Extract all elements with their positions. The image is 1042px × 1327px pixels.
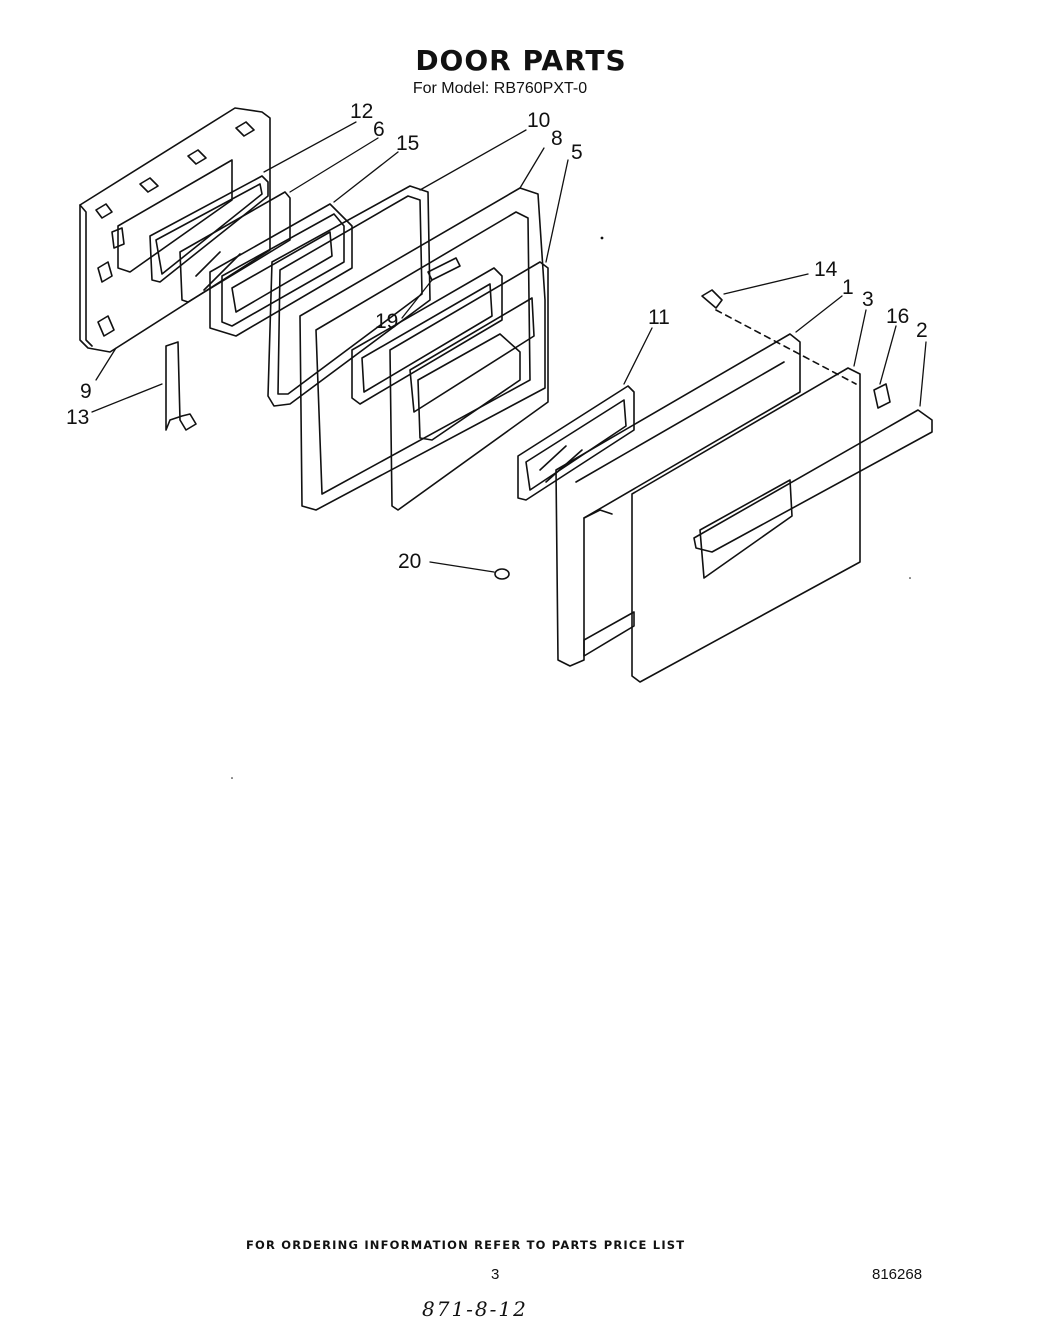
- callout-3: 3: [862, 288, 874, 311]
- callout-19: 19: [375, 310, 398, 333]
- ordering-note: FOR ORDERING INFORMATION REFER TO PARTS …: [246, 1238, 686, 1252]
- part-1-outer-frame: [555, 333, 801, 667]
- page-number: 3: [491, 1266, 500, 1283]
- part-13-hinge: [165, 341, 197, 431]
- part-3-outer-panel: [631, 367, 861, 683]
- callout-10: 10: [527, 109, 550, 132]
- callout-16: 16: [886, 305, 909, 328]
- part-14-screw: [701, 289, 723, 309]
- callout-11: 11: [648, 306, 670, 329]
- drawing-number: 816268: [872, 1266, 923, 1283]
- part-12-gasket: [149, 175, 269, 283]
- callout-labels: 12 6 15 10 8 5 14 1 3 16 2 11 19 9 13 20: [66, 100, 928, 573]
- model-subtitle: For Model: RB760PXT-0: [412, 80, 588, 97]
- part-11-outer-glass: [517, 385, 635, 501]
- callout-8: 8: [551, 127, 563, 150]
- part-2-handle: [693, 409, 933, 553]
- callout-14: 14: [814, 258, 838, 281]
- callout-5: 5: [571, 141, 583, 164]
- handwritten-note: 871-8-12: [422, 1297, 528, 1321]
- part-20-plug: [494, 568, 510, 580]
- callout-6: 6: [373, 118, 385, 141]
- part-15-window-frame: [209, 203, 353, 337]
- part-10-gasket: [267, 185, 431, 407]
- callout-1: 1: [842, 276, 854, 299]
- part-16-end-cap: [873, 383, 891, 409]
- callout-13: 13: [66, 406, 89, 429]
- scan-specks: [231, 236, 911, 779]
- callout-20: 20: [398, 550, 421, 573]
- alignment-line: [715, 309, 857, 385]
- callout-12: 12: [350, 100, 373, 123]
- part-8-door-liner: [299, 187, 546, 511]
- part-19-clip: [427, 257, 461, 281]
- callout-15: 15: [396, 132, 419, 155]
- page-title: DOOR PARTS: [415, 44, 627, 77]
- leader-lines: [91, 121, 927, 573]
- callout-9: 9: [80, 380, 92, 403]
- callout-2: 2: [916, 319, 928, 342]
- part-5-inner-door: [389, 261, 549, 511]
